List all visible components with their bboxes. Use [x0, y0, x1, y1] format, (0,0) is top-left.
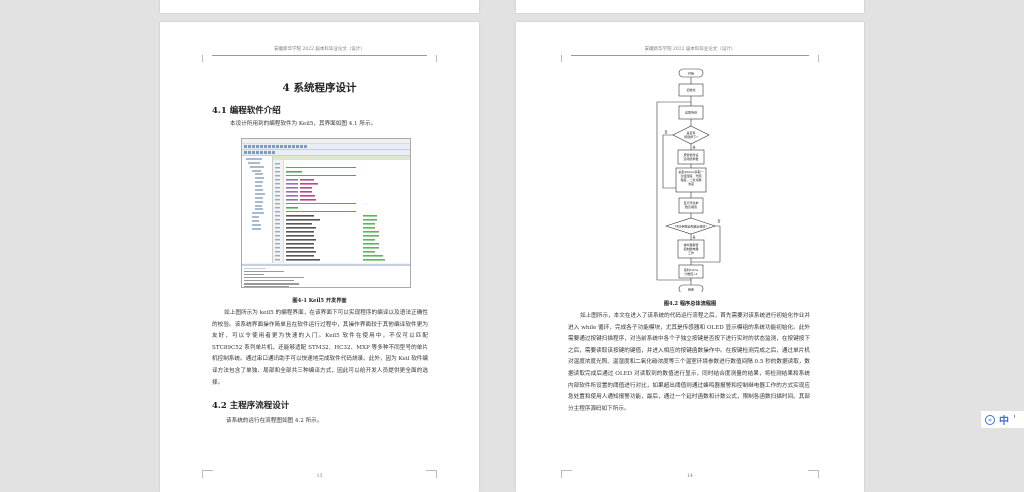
intro-text-2: 该系统的运行在流程图如图 4.2 所示。	[226, 418, 323, 424]
svg-text:控制继电器: 控制继电器	[683, 246, 698, 251]
keil-code-editor	[273, 156, 410, 263]
page-13: 安徽新华学院 2022 届本科毕业论文（设计） 4 系统程序设计 4.1 编程软…	[160, 22, 479, 492]
widget-more[interactable]: '	[1013, 414, 1016, 425]
code-lines	[275, 163, 385, 261]
translate-icon[interactable]: 中	[985, 414, 995, 425]
keil-project-tree	[242, 156, 273, 263]
svg-text:工作: 工作	[688, 250, 694, 255]
svg-text:数及阈值: 数及阈值	[685, 204, 697, 209]
svg-text:次温湿度、光照: 次温湿度、光照	[680, 173, 701, 178]
svg-text:显示环境参: 显示环境参	[683, 200, 698, 205]
svg-text:延时10ms: 延时10ms	[684, 267, 699, 272]
corner-mark	[561, 470, 572, 478]
flow-end: 结束	[688, 287, 694, 292]
keil-menubar	[242, 139, 410, 144]
svg-text:否: 否	[664, 130, 667, 134]
flow-init: 初始化	[686, 87, 695, 92]
translate-widget[interactable]: 中 中 '	[981, 411, 1024, 428]
flow-read-sensor: 读取传感	[685, 110, 697, 115]
section-heading-4-2: 4.2 主程序流程设计	[212, 401, 290, 411]
header-rule	[571, 55, 809, 56]
section-heading-4-1: 4.1 编程软件介绍	[212, 106, 281, 116]
svg-text:按键修改设: 按键修改设	[683, 152, 698, 157]
body-paragraph: 如上图所示为 keil5 的编程界面，在该界面下可以实现程序的编译以及语法正确性…	[212, 310, 428, 386]
page-number: 14	[687, 474, 693, 479]
svg-text:强度、二氧化碳: 强度、二氧化碳	[680, 177, 701, 182]
flow-key-question: 是否有	[686, 130, 695, 135]
previous-page-right	[516, 0, 864, 13]
chapter-title: 4 系统程序设计	[282, 82, 357, 94]
page-number: 13	[316, 474, 323, 479]
svg-text:采集500ms获取一: 采集500ms获取一	[678, 169, 703, 174]
corner-mark	[808, 55, 819, 62]
keil-screenshot	[241, 138, 411, 288]
page-14: 安徽新华学院 2022 届本科毕业论文（设计）	[516, 22, 864, 492]
svg-text:按键按下?: 按键按下?	[684, 134, 698, 139]
svg-text:浓度: 浓度	[688, 181, 694, 186]
corner-mark	[426, 55, 437, 62]
corner-mark	[561, 55, 572, 62]
svg-text:计数值+1: 计数值+1	[684, 271, 698, 276]
keil-build-output	[242, 264, 410, 287]
keil-toolbar-2	[242, 150, 410, 156]
header-rule	[212, 55, 427, 56]
language-label[interactable]: 中	[999, 416, 1009, 427]
corner-mark	[426, 470, 437, 478]
keil-toolbar	[242, 144, 410, 150]
body-paragraph: 如上图所示，本文在进入了该系统的代码运行流程之后，首先需要对该系统进行初始化作业…	[568, 313, 810, 412]
figure-4-1-caption: 图4-1 Keil5 开发界面	[292, 298, 347, 304]
svg-text:是: 是	[692, 234, 695, 239]
svg-text:环境参数是否超出阈值?: 环境参数是否超出阈值?	[675, 224, 707, 229]
corner-mark	[202, 470, 213, 478]
svg-text:否: 否	[717, 219, 720, 223]
previous-page-left	[160, 0, 479, 13]
page-header: 安徽新华学院 2022 届本科毕业论文（设计）	[644, 47, 736, 52]
svg-text:蜂鸣器报警: 蜂鸣器报警	[683, 242, 698, 247]
svg-text:是: 是	[692, 144, 695, 149]
flow-start: 开始	[688, 71, 694, 76]
svg-text:定阈值参数: 定阈值参数	[683, 156, 698, 161]
corner-mark	[202, 55, 213, 62]
page-header: 安徽新华学院 2022 届本科毕业论文（设计）	[274, 47, 365, 52]
program-flowchart: 开始 初始化 读取传感 是否有 按键按下? 否 是 按键修改设 定阈值参数 采集…	[656, 68, 721, 292]
corner-mark	[808, 470, 819, 478]
intro-text: 本设计所用到的编程软件为 Keil5，其界面如图 4.1 所示。	[230, 121, 377, 127]
figure-4-2-caption: 图4.2 程序总体流程图	[663, 301, 717, 307]
